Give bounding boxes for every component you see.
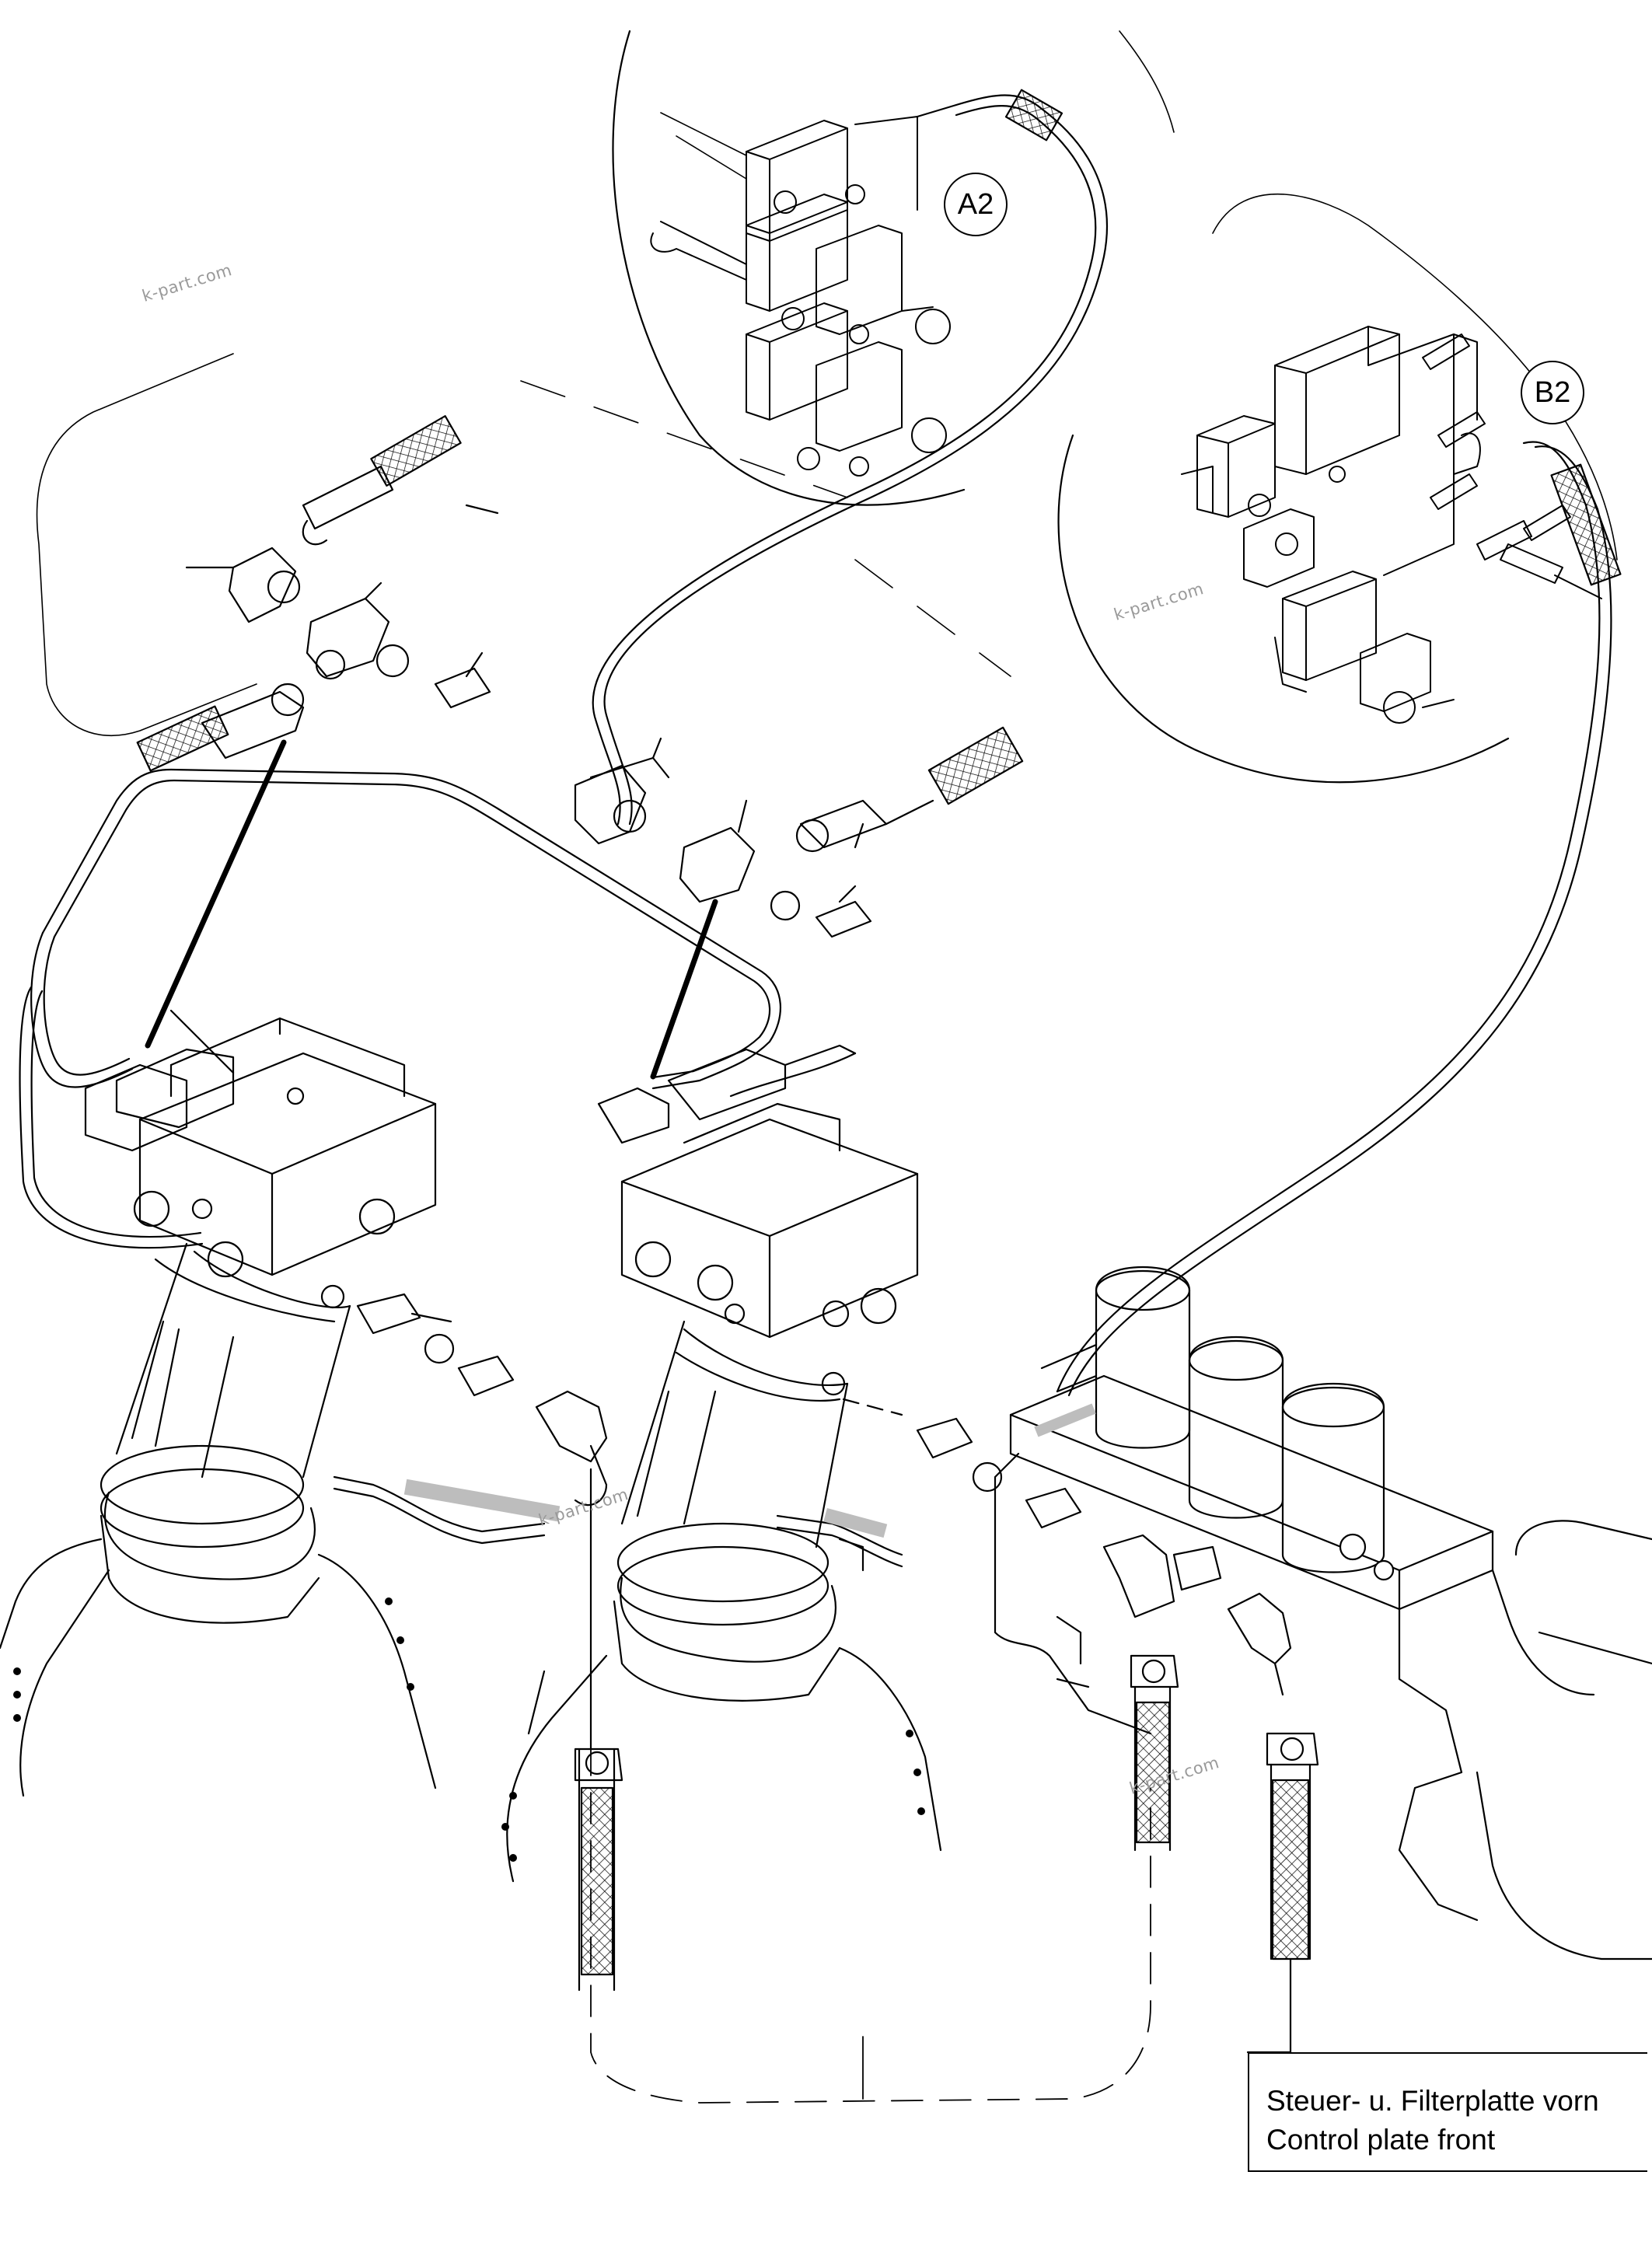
pipe-a2-line (592, 89, 1109, 826)
fittings-group-center (574, 726, 1024, 938)
hose-vertical-center (574, 1468, 623, 1992)
callout-a2: A2 (944, 173, 1008, 236)
fittings-center-cylinder (776, 1398, 1292, 1696)
motor-assembly-left (0, 1017, 437, 1797)
detail-circle-b2 (1057, 193, 1618, 784)
caption-line-german: Steuer- u. Filterplatte vorn (1266, 2085, 1599, 2117)
caption-line-english: Control plate front (1266, 2124, 1496, 2156)
pipe-b2-line (1056, 441, 1622, 1397)
fittings-group-left (36, 353, 1011, 772)
control-plate (994, 1266, 1652, 1960)
leader-lines (145, 739, 718, 1080)
fittings-left-cylinder (333, 1293, 608, 1545)
motor-assembly-center (501, 1044, 1151, 2104)
callout-b2: B2 (1521, 361, 1584, 424)
hoses-right (1130, 1654, 1319, 2054)
detail-circle-a2 (612, 30, 1175, 506)
pipe-loop-left (19, 768, 782, 1249)
caption-box: Steuer- u. Filterplatte vorn Control pla… (1248, 2052, 1647, 2172)
